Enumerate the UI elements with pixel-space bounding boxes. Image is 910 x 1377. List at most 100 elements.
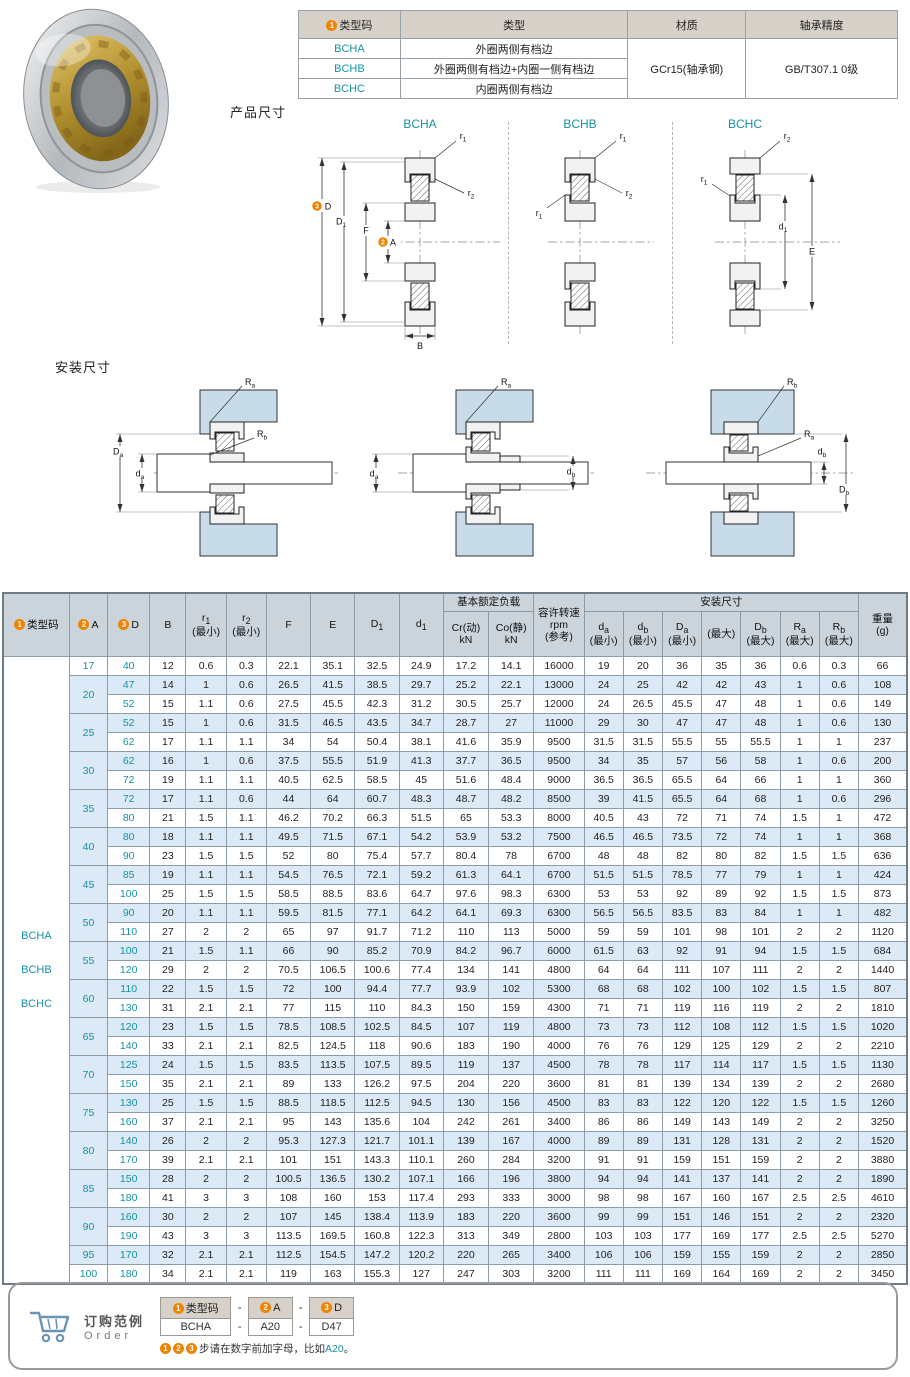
dimension-Ra: Ra: [465, 377, 512, 423]
data-cell: 1.1: [225, 827, 267, 847]
dimension-Ra: Ra: [209, 377, 256, 423]
data-cell: 95: [265, 1112, 312, 1132]
data-cell: 108: [701, 1017, 742, 1037]
spec-code-bchb: BCHB: [298, 58, 401, 79]
data-cell: 220: [488, 1207, 535, 1227]
svg-text:Ra: Ra: [245, 377, 256, 390]
data-cell: 48.3: [398, 789, 444, 809]
data-cell: 167: [661, 1188, 703, 1208]
section-label-mount-dims: 安装尺寸: [55, 360, 112, 375]
data-cell: 82: [661, 846, 703, 866]
data-cell: 24: [583, 694, 624, 714]
data-cell: 1.5: [779, 979, 820, 999]
dimension-r1: r1: [594, 131, 627, 159]
data-cell: 2: [779, 922, 820, 942]
data-cell: 2: [225, 1131, 267, 1151]
data-cell: 36.5: [583, 770, 624, 790]
data-cell: 163: [310, 1264, 356, 1285]
data-cell: 111: [661, 960, 703, 980]
spec-material-value: GCr15(轴承钢): [627, 38, 747, 99]
data-cell: 16000: [533, 656, 585, 676]
data-cell: 108: [265, 1188, 312, 1208]
highlight: [35, 33, 91, 67]
header-db-min: db(最小): [622, 611, 663, 657]
data-cell: 27.5: [265, 694, 312, 714]
data-cell: 19: [149, 865, 187, 885]
data-cell: 103: [622, 1226, 663, 1246]
data-cell: 122.3: [398, 1226, 444, 1246]
data-cell: 2.1: [185, 1245, 227, 1265]
data-cell: 2.1: [225, 1245, 267, 1265]
data-cell: 3400: [533, 1112, 585, 1132]
data-cell: 0.6: [818, 675, 860, 695]
data-cell: 32.5: [354, 656, 400, 676]
data-cell: 2.1: [185, 1150, 227, 1170]
dimension-D: 3 D: [309, 157, 405, 327]
data-cell: 100: [310, 979, 356, 999]
data-cell: 2: [779, 1074, 820, 1094]
data-cell: 117: [740, 1055, 781, 1075]
data-cell: 7500: [533, 827, 585, 847]
data-cell: 71.2: [398, 922, 444, 942]
data-cell: 118: [354, 1036, 400, 1056]
data-cell: 73.5: [661, 827, 703, 847]
dimension-da: da: [134, 453, 157, 493]
data-cell: 16: [149, 751, 187, 771]
data-cell: 636: [858, 846, 908, 866]
dim-D-value: 120: [107, 960, 151, 980]
data-cell: 159: [661, 1150, 703, 1170]
data-cell: 78: [488, 846, 535, 866]
data-cell: 43.5: [354, 713, 400, 733]
dim-A-value: 35: [68, 789, 109, 828]
spec-type-bcha: 外圈两侧有档边: [399, 38, 629, 59]
order-note-code: A20: [325, 1342, 344, 1355]
data-cell: 0.6: [185, 656, 227, 676]
data-cell: 1: [818, 808, 860, 828]
data-cell: 149: [858, 694, 908, 714]
data-cell: 113.5: [310, 1055, 356, 1075]
svg-text:Ra: Ra: [501, 377, 512, 390]
header-E: E: [310, 592, 356, 657]
data-cell: 96.7: [488, 941, 535, 961]
data-cell: 9500: [533, 751, 585, 771]
data-cell: 5300: [533, 979, 585, 999]
data-cell: 22.1: [488, 675, 535, 695]
data-cell: 190: [488, 1036, 535, 1056]
data-cell: 54: [310, 732, 356, 752]
data-cell: 54.5: [265, 865, 312, 885]
dimension-db: db: [520, 455, 582, 491]
dimension-r2: r2: [434, 178, 475, 201]
dim-A-value: 60: [68, 979, 109, 1018]
data-cell: 260: [442, 1150, 490, 1170]
data-cell: 169: [701, 1226, 742, 1246]
data-cell: 1: [779, 675, 820, 695]
dim-D-value: 100: [107, 941, 151, 961]
dim-A-value: 95: [68, 1245, 109, 1265]
data-cell: 2: [818, 1036, 860, 1056]
data-cell: 36: [740, 656, 781, 676]
data-cell: 89: [701, 884, 742, 904]
svg-text:Ra: Ra: [804, 429, 815, 442]
data-cell: 6300: [533, 884, 585, 904]
data-cell: 2: [779, 960, 820, 980]
data-cell: 83: [583, 1093, 624, 1113]
data-cell: 42.3: [354, 694, 400, 714]
data-cell: 97: [310, 922, 356, 942]
data-cell: 138.4: [354, 1207, 400, 1227]
data-cell: 94.4: [354, 979, 400, 999]
dim-D-value: 160: [107, 1112, 151, 1132]
data-cell: 1.5: [185, 808, 227, 828]
data-cell: 166: [442, 1169, 490, 1189]
header-Db-max: Db(最大): [740, 611, 781, 657]
dim-A-value: 40: [68, 827, 109, 866]
cross-section-bchc: r2 r1 d1 E: [701, 131, 840, 334]
data-cell: 72: [701, 827, 742, 847]
data-cell: 107: [265, 1207, 312, 1227]
svg-text:2: 2: [381, 240, 385, 247]
data-cell: 68: [622, 979, 663, 999]
data-cell: 137: [701, 1169, 742, 1189]
data-cell: 159: [740, 1150, 781, 1170]
data-cell: 70.5: [265, 960, 312, 980]
data-cell: 4800: [533, 960, 585, 980]
data-cell: 242: [442, 1112, 490, 1132]
